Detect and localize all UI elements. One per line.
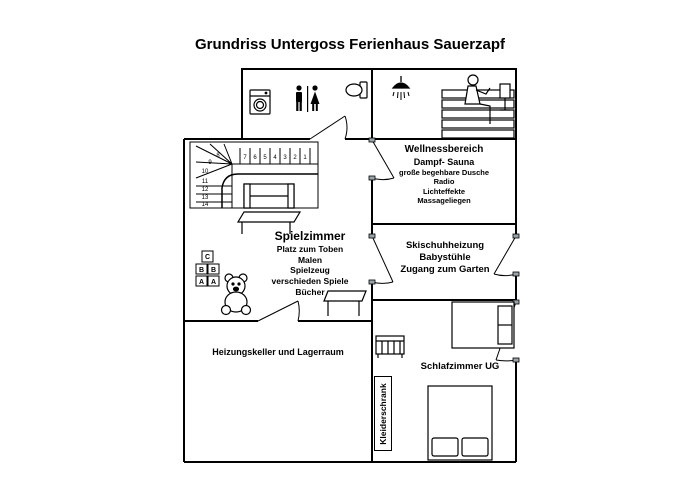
crib-icon xyxy=(375,335,405,358)
stair-numbers: 14 13 12 11 10 9 8 7 6 5 4 3 2 1 xyxy=(202,153,308,208)
walls xyxy=(183,68,517,463)
svg-text:4: 4 xyxy=(273,155,277,161)
wellness-line: Dampf- Sauna xyxy=(413,156,475,167)
svg-text:5: 5 xyxy=(263,155,267,161)
ski-line: Zugang zum Garten xyxy=(400,263,490,275)
wellness-line: große begehbare Dusche xyxy=(398,167,490,177)
teddy-bear-icon xyxy=(220,273,252,316)
table-icon xyxy=(236,211,302,234)
wellness-line: Lichteffekte xyxy=(422,186,466,196)
sofa-icon xyxy=(243,183,295,209)
svg-text:B: B xyxy=(211,267,216,274)
staircase xyxy=(189,141,319,209)
ski-line: Babystühle xyxy=(419,251,471,263)
spielzimmer-line: Malen xyxy=(297,254,323,265)
svg-text:7: 7 xyxy=(243,155,247,161)
spielzimmer-line: Bücher xyxy=(295,286,325,297)
svg-text:13: 13 xyxy=(202,195,209,201)
wellness-line: Massageliegen xyxy=(417,195,471,205)
svg-text:12: 12 xyxy=(202,187,209,193)
restroom-icon xyxy=(296,85,320,112)
svg-text:3: 3 xyxy=(283,155,287,161)
wellness-title: Wellnessbereich xyxy=(404,144,484,155)
heizung-title: Heizungskeller und Lagerraum xyxy=(212,347,344,357)
room-wellness: Wellnessbereich Dampf- Sauna große begeh… xyxy=(372,144,516,205)
svg-text:10: 10 xyxy=(202,169,209,175)
spielzimmer-line: Spielzeug xyxy=(290,265,330,276)
svg-text:6: 6 xyxy=(253,155,257,161)
svg-text:2: 2 xyxy=(293,155,297,161)
washing-machine-icon xyxy=(249,89,271,115)
kleiderschrank-label: Kleiderschrank xyxy=(378,382,388,445)
ski-line: Skischuhheizung xyxy=(405,240,485,251)
shower-icon xyxy=(391,76,411,100)
room-spielzimmer: Spielzimmer Platz zum Toben Malen Spielz… xyxy=(250,229,370,297)
svg-text:C: C xyxy=(205,254,210,261)
spielzimmer-line: Platz zum Toben xyxy=(276,244,344,254)
wellness-line: Radio xyxy=(433,177,455,187)
toy-blocks-icon: C B B A A xyxy=(195,250,220,287)
doors xyxy=(257,115,520,363)
toilet-icon xyxy=(345,81,368,99)
svg-text:9: 9 xyxy=(208,160,212,166)
page-title: Grundriss Untergoss Ferienhaus Sauerzapf xyxy=(194,36,506,53)
schlafzimmer-title: Schlafzimmer UG xyxy=(420,361,500,372)
svg-text:A: A xyxy=(211,279,216,286)
spielzimmer-title: Spielzimmer xyxy=(274,229,346,243)
sauna-person-icon xyxy=(441,74,515,139)
svg-text:1: 1 xyxy=(303,155,307,161)
svg-text:14: 14 xyxy=(202,202,209,208)
desk-icon xyxy=(323,290,367,316)
svg-text:8: 8 xyxy=(216,153,220,159)
svg-text:B: B xyxy=(199,267,204,274)
svg-text:A: A xyxy=(199,279,204,286)
kleiderschrank: Kleiderschrank xyxy=(374,376,392,451)
bed-top-icon xyxy=(451,301,515,349)
double-bed-icon xyxy=(427,385,493,461)
svg-text:11: 11 xyxy=(202,179,209,185)
room-ski: Skischuhheizung Babystühle Zugang zum Ga… xyxy=(380,240,510,276)
spielzimmer-line: verschieden Spiele xyxy=(271,275,349,286)
